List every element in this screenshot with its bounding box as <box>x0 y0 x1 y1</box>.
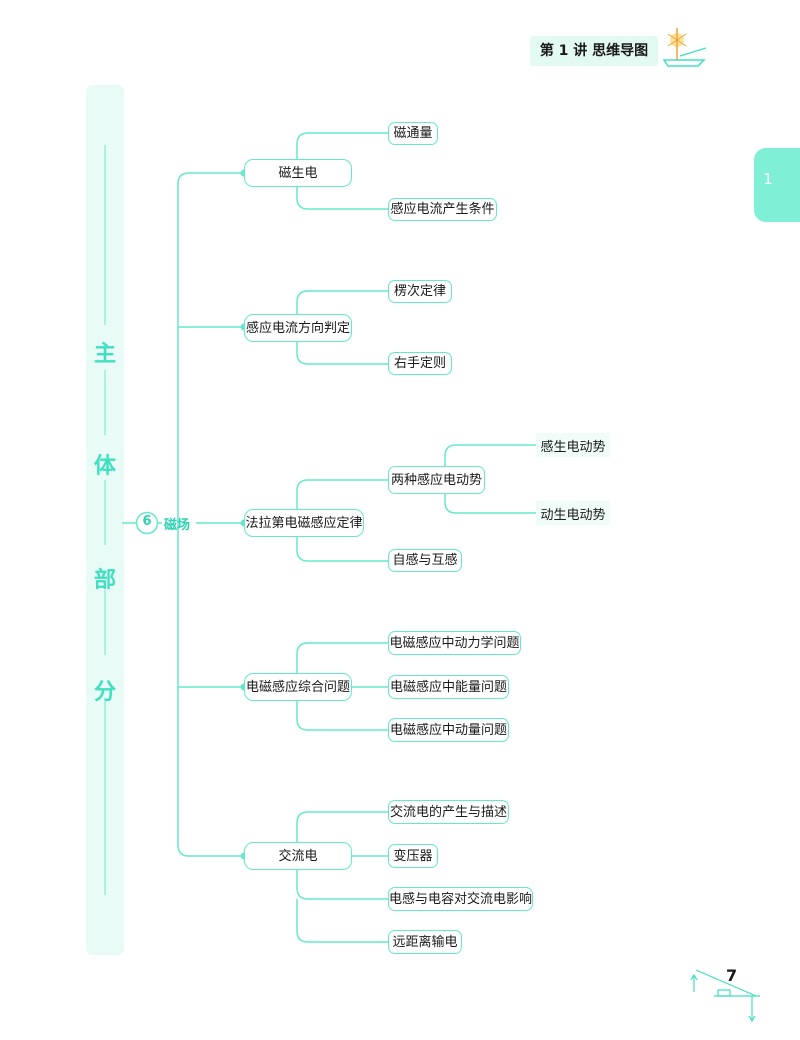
topic-node[interactable]: 楞次定律 <box>388 280 452 303</box>
root-label: 磁场 <box>164 518 191 533</box>
section-panel-lines <box>104 145 106 895</box>
section-char: 分 <box>93 680 116 705</box>
section-char: 体 <box>93 454 116 479</box>
chapter-side-tab-number: 1 <box>763 170 773 188</box>
topic-node[interactable]: 远距离输电 <box>388 930 462 954</box>
branch-node[interactable]: 交流电 <box>244 842 352 870</box>
incline-diagram-icon <box>690 969 760 1023</box>
subtopic-node[interactable]: 感生电动势 <box>536 433 610 457</box>
topic-node[interactable]: 电磁感应中动力学问题 <box>388 631 521 655</box>
topic-node[interactable]: 变压器 <box>388 844 438 868</box>
chapter-side-tab[interactable] <box>754 148 800 222</box>
subtopic-node[interactable]: 动生电动势 <box>536 501 610 525</box>
topic-node[interactable]: 右手定则 <box>388 352 452 375</box>
section-char: 部 <box>93 568 116 593</box>
topic-node[interactable]: 自感与互感 <box>388 549 462 572</box>
topic-node[interactable]: 感应电流产生条件 <box>388 198 497 221</box>
branch-node[interactable]: 电磁感应综合问题 <box>244 673 352 701</box>
topic-node[interactable]: 磁通量 <box>388 122 438 145</box>
topic-node[interactable]: 两种感应电动势 <box>388 466 485 494</box>
branch-node[interactable]: 磁生电 <box>244 159 352 187</box>
topic-node[interactable]: 电感与电容对交流电影响 <box>388 887 533 911</box>
page-number: 7 <box>726 966 738 985</box>
section-char: 主 <box>93 342 116 367</box>
topic-node[interactable]: 电磁感应中能量问题 <box>388 675 509 699</box>
branch-node[interactable]: 感应电流方向判定 <box>244 314 352 342</box>
root-number: 6 <box>142 514 152 529</box>
topic-node[interactable]: 电磁感应中动量问题 <box>388 718 509 742</box>
branch-node[interactable]: 法拉第电磁感应定律 <box>244 509 364 537</box>
chapter-title: 第 1 讲 思维导图 <box>539 43 649 59</box>
topic-node[interactable]: 交流电的产生与描述 <box>388 800 509 824</box>
chapter-header-tab <box>530 36 658 66</box>
sailboat-icon <box>662 28 707 67</box>
